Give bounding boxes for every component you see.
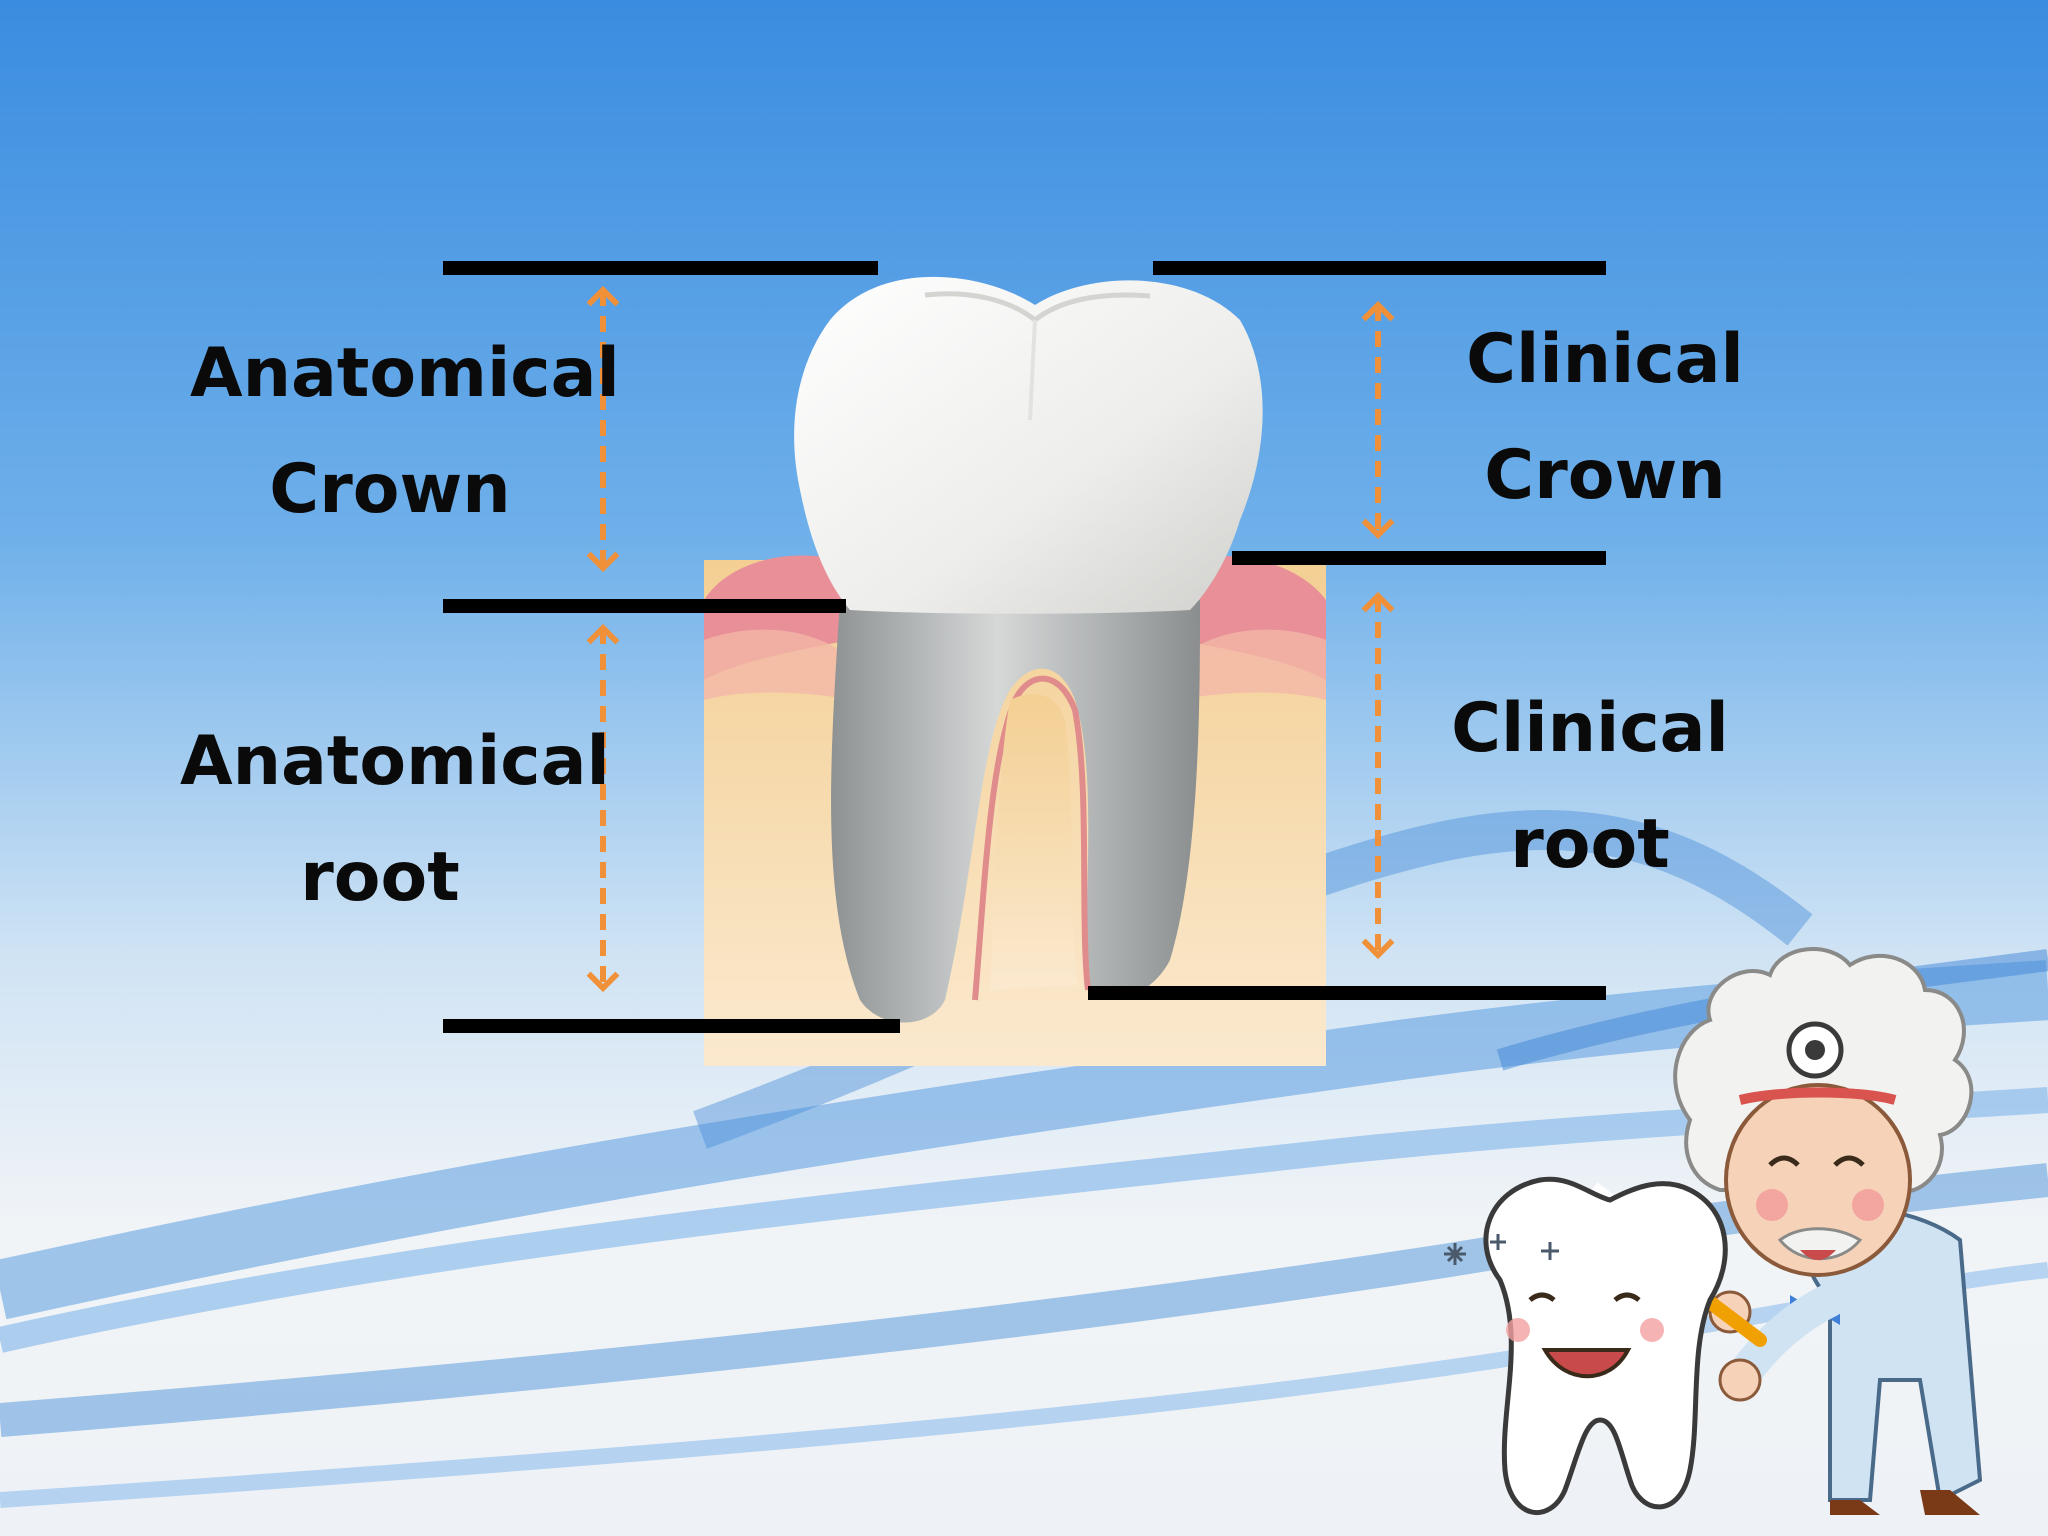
clinical-crown-label-line2: Crown bbox=[1484, 436, 1726, 515]
boundary-lines bbox=[443, 261, 1606, 1033]
anatomical-crown-label: Anatomical Crown bbox=[190, 334, 620, 529]
tooth-crown bbox=[794, 276, 1263, 614]
smiling-tooth-icon bbox=[1483, 1176, 1728, 1516]
sparkle-icon bbox=[1444, 1234, 1559, 1265]
clinical-root-label-line1: Clinical bbox=[1451, 689, 1729, 768]
anatomical-root-label: Anatomical root bbox=[180, 722, 610, 917]
anatomical-crown-label-line1: Anatomical bbox=[190, 334, 620, 413]
anatomical-root-label-line1: Anatomical bbox=[180, 722, 610, 801]
anatomical-crown-label-line2: Crown bbox=[269, 450, 511, 529]
anatomical-root-label-line2: root bbox=[300, 838, 460, 917]
measurement-arrows bbox=[586, 285, 1395, 993]
clinical-root-label-line2: root bbox=[1510, 805, 1670, 884]
clinical-crown-label: Clinical Crown bbox=[1455, 326, 1755, 510]
clinical-root-label: Clinical root bbox=[1440, 695, 1740, 879]
tooth-root bbox=[831, 600, 1200, 1023]
clinical-crown-label-line1: Clinical bbox=[1466, 320, 1744, 399]
dentist-cartoon-icon bbox=[1673, 947, 1983, 1515]
